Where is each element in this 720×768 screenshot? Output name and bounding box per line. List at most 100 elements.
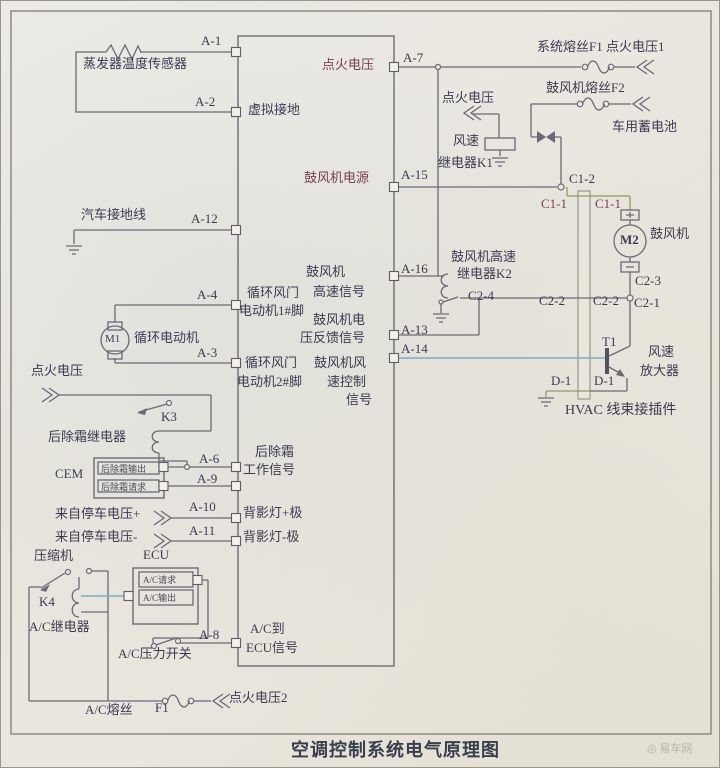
- label-park-plus: 来自停车电压+: [55, 506, 141, 521]
- label-c2-2-right: C2-2: [593, 293, 619, 308]
- label-recirc1-1: 循环风门: [247, 285, 300, 300]
- label-recirc1-2: 电动机1#脚: [239, 303, 305, 318]
- label-blower-ctl-3: 信号: [346, 392, 373, 407]
- connector-arrows: [41, 59, 655, 709]
- pin-ecu-request: [192, 574, 203, 586]
- transistor-t1: [605, 345, 631, 377]
- label-k2-name-2: 继电器K2: [457, 266, 512, 281]
- relay-k1: [484, 131, 555, 167]
- pin-a8: [230, 637, 242, 649]
- diagram-title: 空调控制系统电气原理图: [291, 740, 500, 760]
- label-ignition-voltage-k1: 点火电压: [442, 90, 495, 105]
- pin-a9: [230, 480, 242, 492]
- label-backlight-minus: 背影灯-极: [243, 529, 300, 544]
- connector-pins: [123, 46, 400, 649]
- label-blower-power: 鼓风机电源: [304, 170, 370, 185]
- label-recirc2-2: 电动机2#脚: [237, 374, 303, 389]
- label-compressor: 压缩机: [34, 548, 74, 563]
- label-d1-left: D-1: [551, 373, 572, 388]
- label-k4: K4: [39, 594, 55, 609]
- label-blower-fb-2: 压反馈信号: [300, 330, 366, 345]
- ac-pressure-switch-icon: [150, 637, 182, 650]
- ground-symbols: [66, 245, 554, 407]
- pin-label-a3: A-3: [197, 345, 218, 360]
- controller-box: [237, 35, 395, 667]
- label-blower-hs-2: 高速信号: [313, 284, 366, 299]
- pin-label-a1: A-1: [201, 33, 222, 48]
- label-ecu: ECU: [143, 547, 169, 562]
- fuse-f1-bottom-icon: [161, 694, 195, 708]
- label-virtual-ground: 虚拟接地: [248, 102, 301, 117]
- pin-a3: [230, 357, 242, 369]
- hvac-connector-bar: [577, 190, 591, 400]
- pin-cem-out: [158, 461, 169, 473]
- label-f1: F1: [155, 700, 169, 715]
- label-c2-4: C2-4: [468, 288, 494, 303]
- pin-label-a10: A-10: [189, 499, 216, 514]
- label-ac-to-ecu-1: A/C到: [250, 621, 285, 636]
- fuse-f2-icon: [576, 97, 610, 111]
- pin-a12: [230, 224, 242, 236]
- pin-label-a15: A-15: [401, 167, 428, 182]
- pin-label-a13: A-13: [401, 322, 428, 337]
- label-defrost-sig-1: 后除霜: [255, 444, 295, 459]
- resistor-icon: [105, 43, 142, 61]
- label-blower-ctl-1: 鼓风机风: [314, 355, 367, 370]
- diagram-frame: [10, 10, 712, 735]
- pin-label-a14: A-14: [401, 341, 428, 356]
- pin-label-a12: A-12: [191, 211, 218, 226]
- label-defrost-sig-2: 工作信号: [243, 462, 296, 477]
- pin-label-a4: A-4: [197, 287, 218, 302]
- pin-a7: [388, 61, 400, 73]
- relay-k2: [433, 273, 449, 323]
- junction-nodes: [183, 63, 634, 471]
- label-car-ground: 汽车接地线: [81, 207, 147, 222]
- label-ac-fuse: A/C熔丝: [85, 702, 133, 717]
- label-hvac-connector: HVAC 线束接插件: [565, 403, 677, 418]
- label-blower-fb-1: 鼓风机电: [313, 312, 366, 327]
- label-ac-request: A/C请求: [143, 575, 177, 585]
- label-ignition-voltage-2: 点火电压2: [229, 690, 288, 705]
- label-amp-1: 风速: [648, 344, 675, 359]
- label-d1-right: D-1: [594, 373, 615, 388]
- label-m1: M1: [105, 333, 121, 345]
- pin-a15: [388, 181, 400, 193]
- pin-label-a9: A-9: [197, 471, 218, 486]
- wiring: [28, 66, 635, 702]
- label-k2-name-1: 鼓风机高速: [451, 249, 517, 264]
- label-m1-name: 循环电动机: [134, 330, 200, 345]
- label-defrost-req: 后除霜请求: [101, 482, 147, 492]
- label-defrost-out: 后除霜输出: [101, 464, 147, 474]
- label-m2-name: 鼓风机: [650, 226, 690, 241]
- pin-label-a16: A-16: [401, 261, 428, 276]
- label-recirc2-1: 循环风门: [245, 355, 298, 370]
- label-ignition-voltage-left: 点火电压: [31, 363, 84, 378]
- label-ignition-voltage-top: 点火电压: [322, 57, 375, 72]
- label-ac-to-ecu-2: ECU信号: [246, 640, 299, 655]
- amplifier-ground-wire: [545, 390, 590, 397]
- blower-motor-m2: [613, 209, 647, 273]
- label-c2-3: C2-3: [635, 273, 661, 288]
- label-blower-hs-1: 鼓风机: [306, 264, 346, 279]
- blower-supply-wire: [566, 187, 631, 210]
- pin-label-a7: A-7: [403, 50, 424, 65]
- watermark: ◎ 易车网: [647, 743, 693, 755]
- pin-label-a11: A-11: [189, 523, 216, 538]
- label-blower-fuse: 鼓风机熔丝F2: [546, 80, 625, 95]
- label-c1-1-left: C1-1: [541, 196, 567, 211]
- recirculation-motor-m1: [100, 321, 130, 360]
- label-t1: T1: [602, 334, 617, 349]
- pin-a13: [388, 329, 400, 341]
- label-park-minus: 来自停车电压-: [55, 529, 138, 544]
- pin-a1: [230, 46, 242, 58]
- pin-cem-req: [158, 480, 169, 492]
- label-backlight-plus: 背影灯+极: [243, 505, 303, 520]
- label-c2-2-left: C2-2: [539, 293, 565, 308]
- pin-a10: [230, 512, 242, 524]
- label-ac-relay: A/C继电器: [29, 619, 90, 634]
- fuse-f1-top-icon: [581, 60, 615, 74]
- label-k1-name-1: 风速: [453, 133, 480, 148]
- pin-a14: [388, 352, 400, 364]
- label-cem: CEM: [55, 466, 84, 481]
